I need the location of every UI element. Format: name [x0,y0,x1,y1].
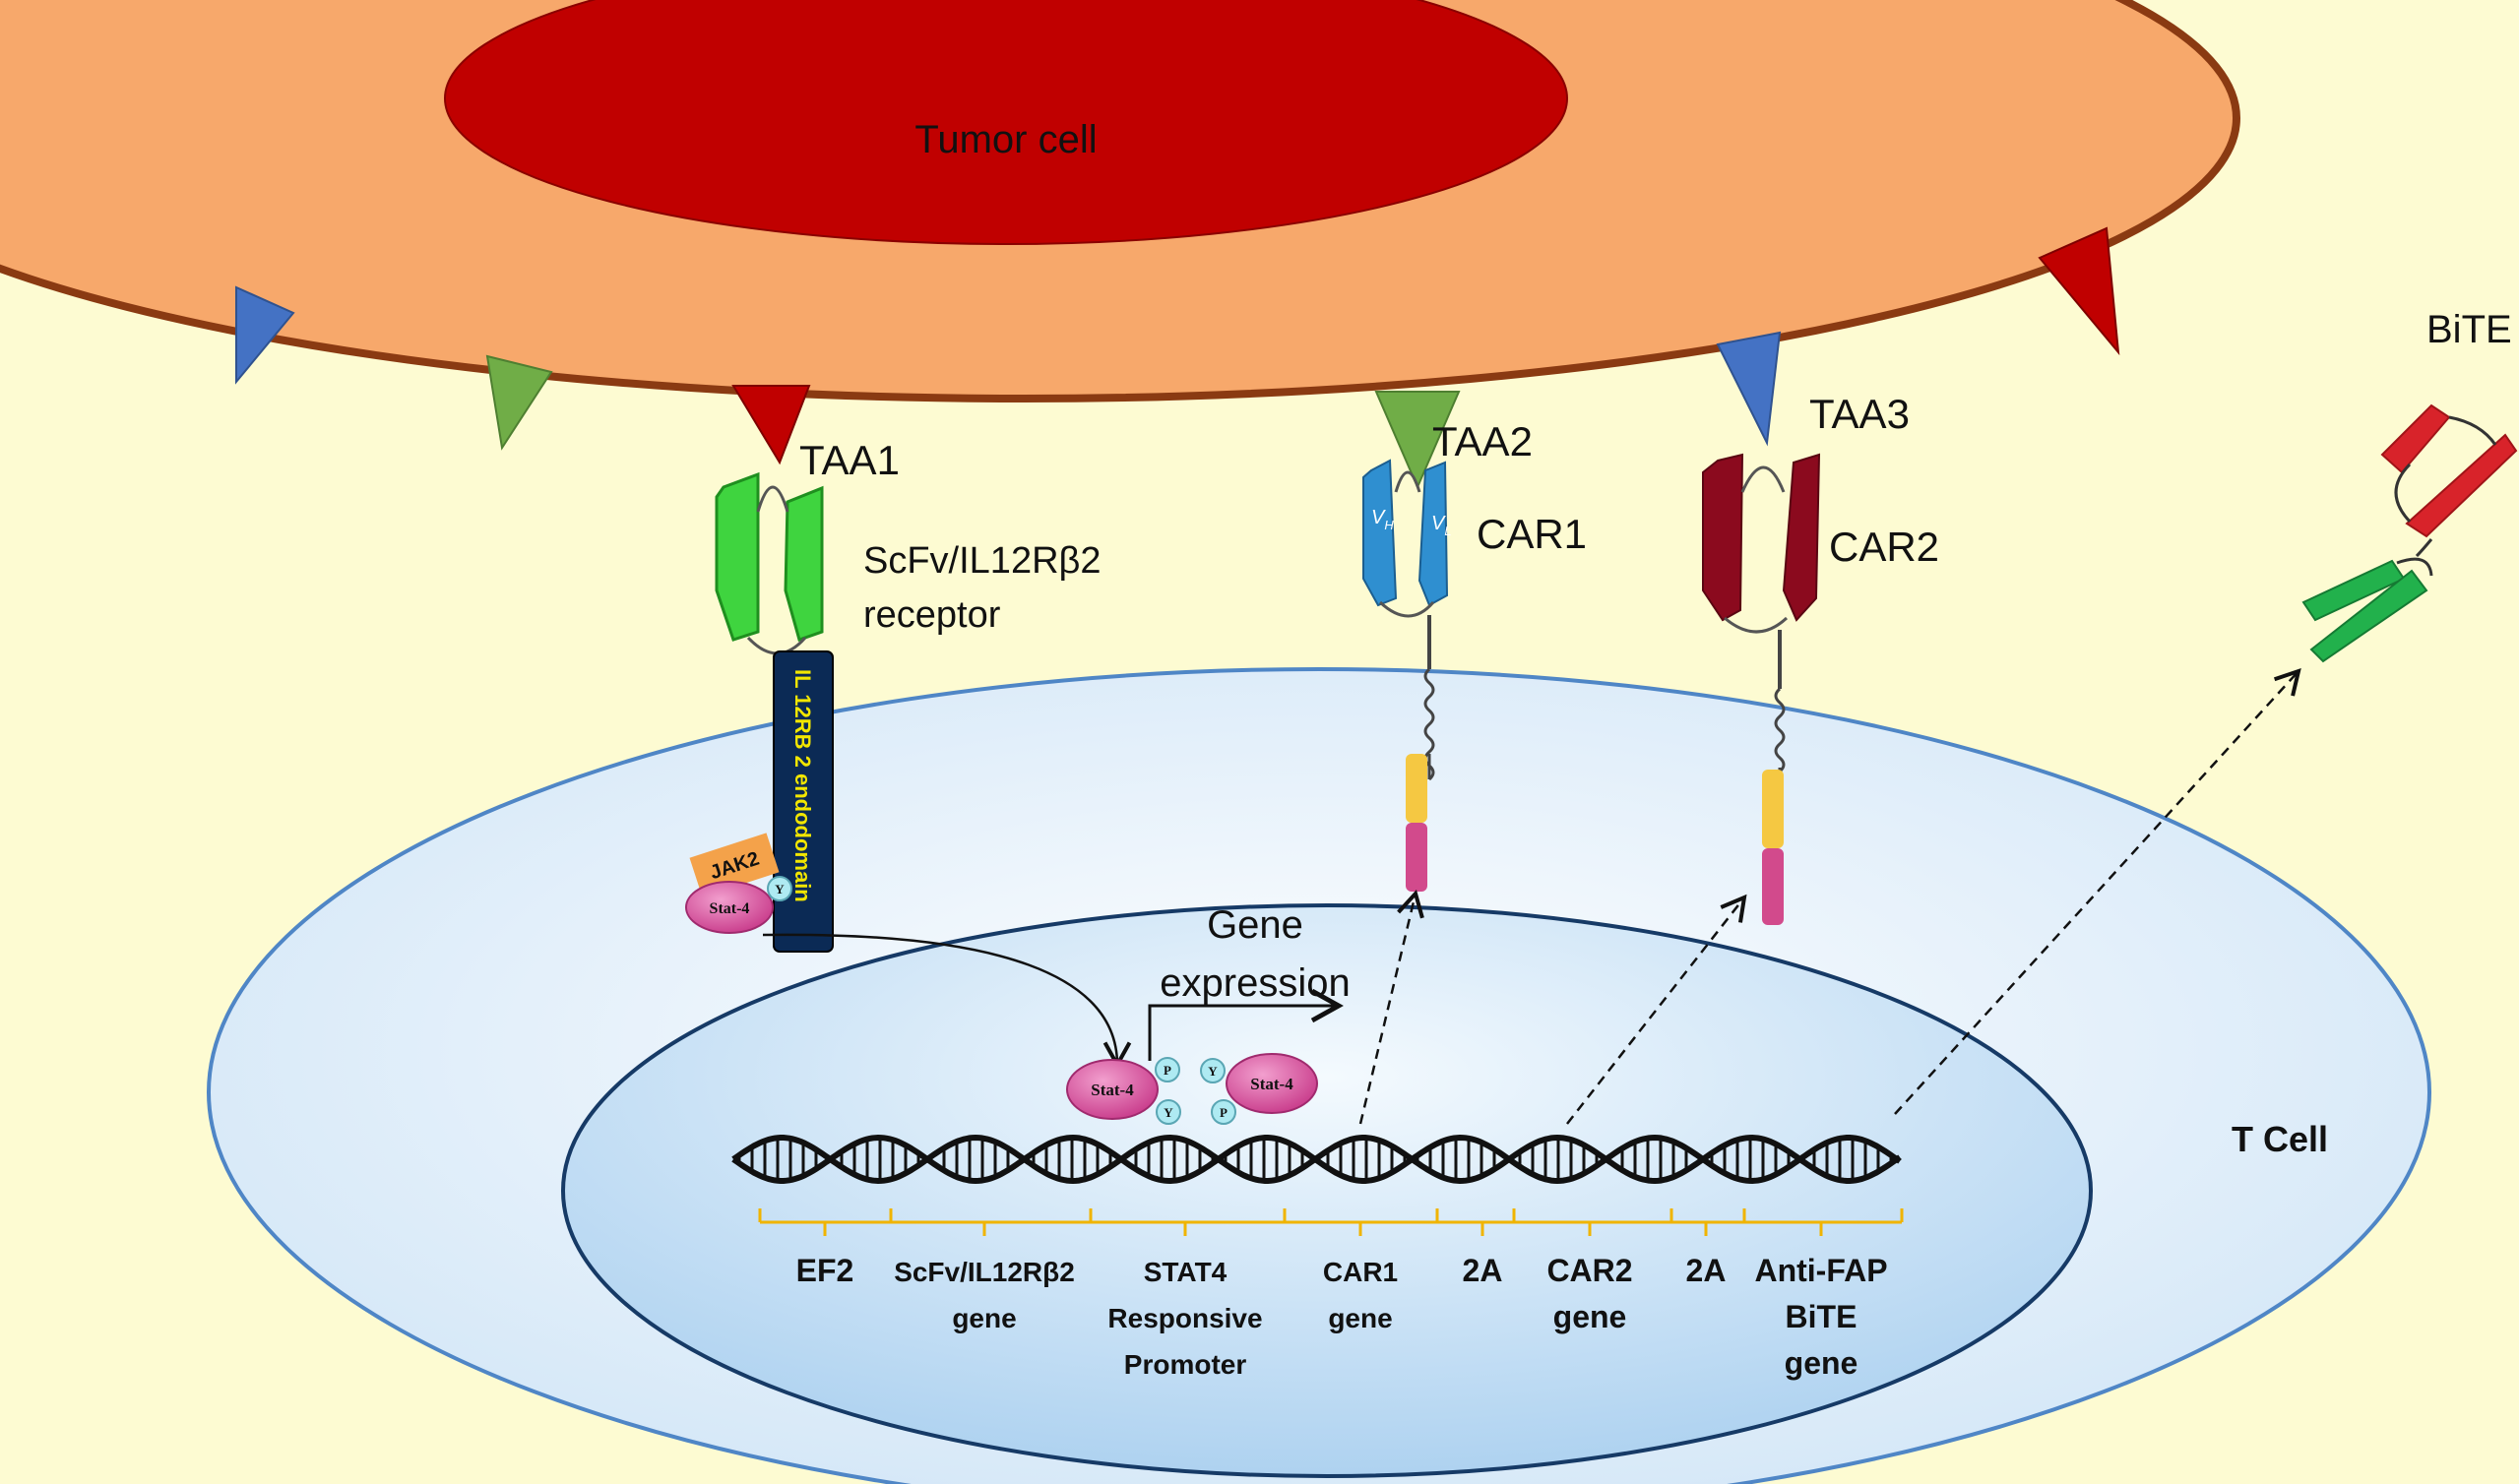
t-cell-label: T Cell [2232,1119,2328,1159]
gene-expression-line2: expression [1160,961,1350,1005]
jak2-box [689,833,780,897]
gene-segments: EF2 ScFv/IL12Rβ2 gene STAT4ResponsivePromot… [758,1208,1904,1381]
receptor-label-line1: ScFv/IL12Rβ2 [863,540,1102,582]
signal-arrow [762,933,1132,1070]
y-label-2: Y [1164,1105,1173,1120]
gene-expression-arrow: Gene expression [1148,903,1351,1061]
vl-label: VL [1431,513,1452,538]
receptor-label-line2: receptor [863,594,1001,636]
tumor-cell-label: Tumor cell [914,118,1097,161]
p-label-1: P [1164,1063,1171,1078]
gene-segment-label: 2A [1686,1253,1727,1288]
antigen-taa2 [1374,391,1461,490]
stat4-label-left: Stat-4 [1091,1081,1134,1099]
stat4-label-receptor: Stat-4 [710,900,750,917]
y-label-1: Y [1208,1064,1218,1079]
stat4-label-right: Stat-4 [1250,1075,1293,1093]
p-label-2: P [1220,1105,1228,1120]
gene-segment-label: BiTE [1786,1299,1858,1334]
car1-expression-arrow [1358,889,1424,1125]
car1-label: CAR1 [1477,511,1587,557]
gene-segment-label: Responsive [1107,1303,1262,1333]
antigen-taa1 [731,385,811,465]
gene-segment-label: CAR2 [1546,1253,1632,1288]
jak2-stat4-complex: JAK2 Stat-4 Y [685,833,792,934]
gene-segment-label: 2A [1463,1253,1503,1288]
tumor-cell [0,0,2240,402]
taa3-label: TAA3 [1809,391,1910,437]
dna-helix [731,1134,1902,1185]
gene-segment-label: gene [1328,1303,1392,1333]
vh-label: VH [1371,507,1394,532]
taa1-label: TAA1 [799,437,900,483]
gene-segment-label: gene [1553,1299,1627,1334]
bite-label: BiTE [2426,308,2512,351]
il12rb2-endodomain [773,650,834,953]
antigen-green-1 [485,354,553,451]
scfv-il12rb2-receptor: IL 12RB 2 endodomain [715,471,834,953]
gene-segment-label: STAT4 [1144,1257,1228,1287]
antigen-taa3 [1716,331,1782,447]
antigen-blue-1 [235,285,295,385]
tumor-antigens [235,226,2120,490]
gene-segment-label: gene [952,1303,1016,1333]
t-cell-nucleus [561,903,2093,1478]
bite-molecule [2301,403,2518,663]
gene-segment-label: gene [1785,1345,1858,1381]
dna-strand [731,1134,1902,1185]
gene-segment-label: Promoter [1124,1349,1247,1380]
antigen-red-2 [2038,226,2120,356]
gene-segment-label: Anti-FAP [1754,1253,1887,1288]
expression-dashed-arrows [1358,667,2301,1125]
car2 [1702,453,1821,925]
gene-segment-label: ScFv/IL12Rβ2 [894,1257,1075,1287]
taa2-label: TAA2 [1432,418,1533,464]
stat4-dimer: Stat-4 Stat-4 P Y Y P [1066,1053,1318,1125]
gene-segment-label: CAR1 [1323,1257,1398,1287]
gene-segment-label: EF2 [796,1253,854,1288]
car1: VH VL [1362,459,1452,892]
endodomain-label: IL 12RB 2 endodomain [790,669,815,902]
gene-expression-line1: Gene [1207,903,1303,947]
car2-label: CAR2 [1829,524,1939,570]
car2-expression-arrow [1566,894,1747,1125]
y-label-receptor: Y [775,882,785,897]
